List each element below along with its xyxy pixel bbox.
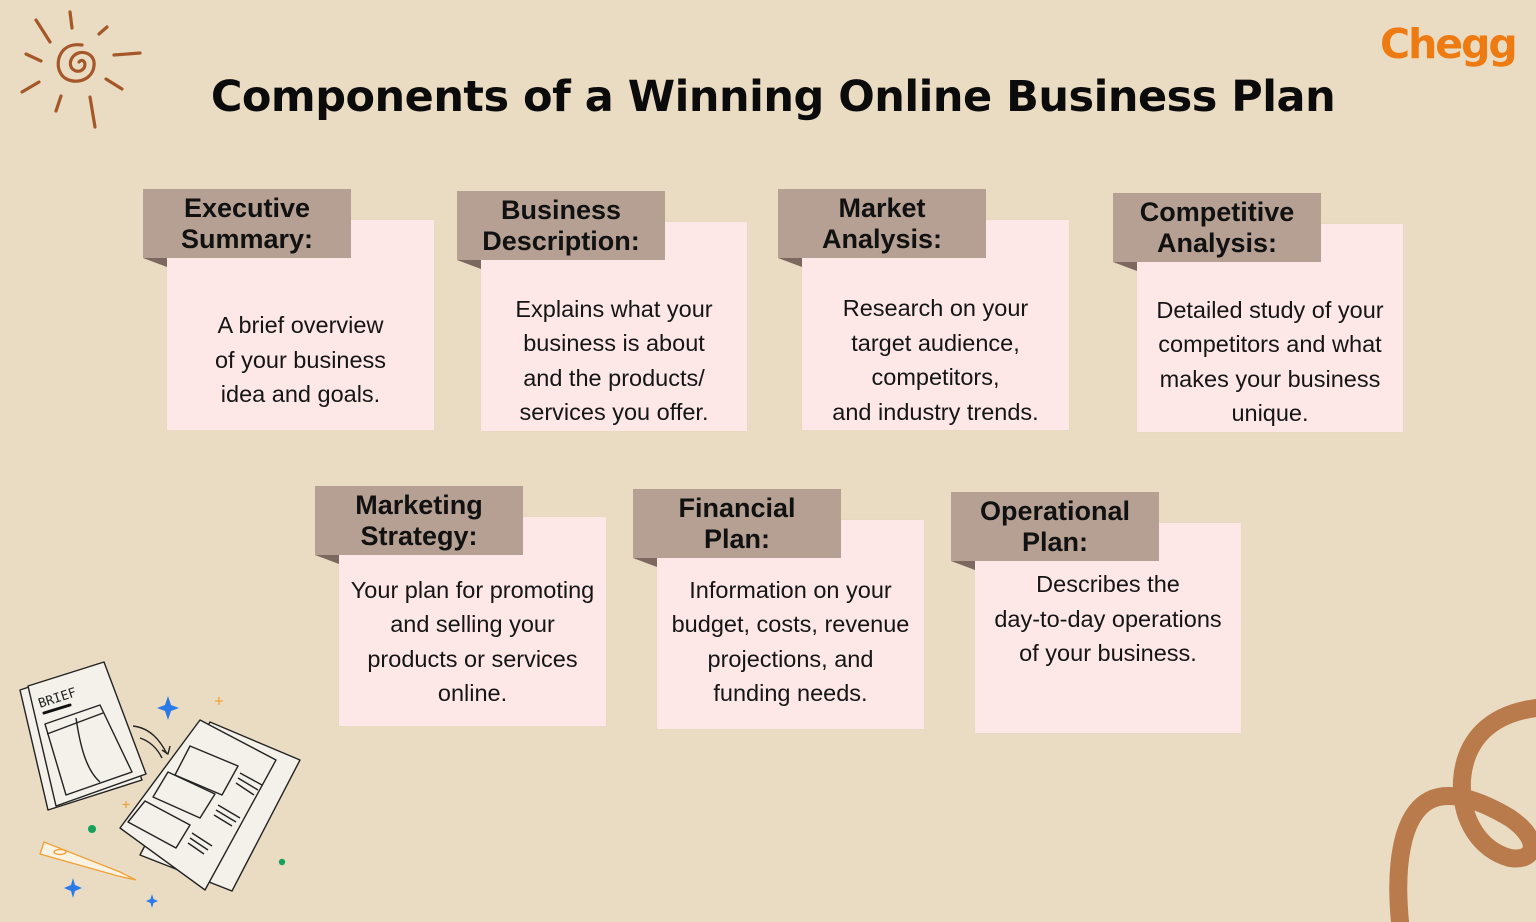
tab-fold bbox=[778, 258, 802, 267]
card-heading: Operational Plan: bbox=[979, 495, 1131, 557]
card-heading: Executive Summary: bbox=[180, 192, 314, 254]
card-heading: Market Analysis: bbox=[821, 192, 943, 254]
sparkle-icon bbox=[64, 696, 179, 908]
card-heading-tab: Business Description: bbox=[457, 191, 665, 260]
card-heading-tab: Operational Plan: bbox=[951, 492, 1159, 561]
card-heading-tab: Executive Summary: bbox=[143, 189, 351, 258]
page-title: Components of a Winning Online Business … bbox=[210, 72, 1336, 122]
card-heading: Competitive Analysis: bbox=[1139, 196, 1295, 258]
tab-fold bbox=[143, 258, 167, 267]
card-description: Detailed study of your competitors and w… bbox=[1156, 296, 1384, 427]
card-heading-tab: Marketing Strategy: bbox=[315, 486, 523, 555]
tab-fold bbox=[633, 558, 657, 567]
brief-documents-illustration: BRIEF bbox=[19, 661, 301, 908]
card-heading: Financial Plan: bbox=[678, 492, 796, 554]
card-description: Research on your target audience, compet… bbox=[832, 295, 1039, 425]
card-heading: Business Description: bbox=[482, 194, 640, 256]
tab-fold bbox=[1113, 262, 1137, 271]
sun-doodle-icon bbox=[20, 10, 142, 129]
swirl-doodle-icon bbox=[1389, 699, 1536, 922]
card-description: Explains what your business is about and… bbox=[515, 295, 713, 426]
card-description: Your plan for promoting and selling your… bbox=[350, 576, 595, 707]
card-heading-tab: Financial Plan: bbox=[633, 489, 841, 558]
tab-fold bbox=[951, 561, 975, 570]
tab-fold bbox=[315, 555, 339, 564]
tab-fold bbox=[457, 260, 481, 269]
chegg-logo: Chegg bbox=[1380, 20, 1518, 68]
card-heading: Marketing Strategy: bbox=[355, 489, 483, 551]
card-description: Information on your budget, costs, reven… bbox=[671, 576, 910, 707]
card-heading-tab: Market Analysis: bbox=[778, 189, 986, 258]
card-description: A brief overview of your business idea a… bbox=[214, 312, 387, 408]
card-heading-tab: Competitive Analysis: bbox=[1113, 193, 1321, 262]
pencil-icon bbox=[39, 841, 137, 881]
card-description: Describes the day-to-day operations of y… bbox=[994, 571, 1222, 666]
